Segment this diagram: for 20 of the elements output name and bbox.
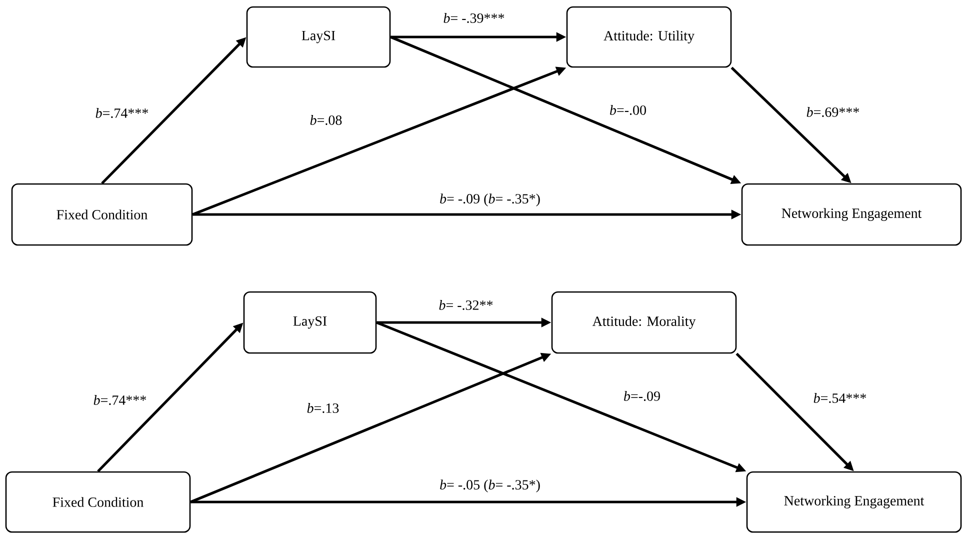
edge-label: b= -.32**	[438, 299, 494, 311]
edge-label: b=.74***	[92, 394, 148, 406]
edge-label: b= -.39***	[442, 12, 506, 24]
edge-label: b=.54***	[812, 392, 868, 404]
edge-label: b=.69***	[805, 106, 861, 118]
variable-box: Networking Engagement	[741, 183, 962, 246]
variable-box: Fixed Condition	[5, 471, 191, 533]
edge-label: b=-.09	[622, 390, 662, 402]
variable-box: Attitude: Morality	[551, 291, 737, 354]
edge-label: b=.13	[306, 402, 340, 414]
edge-label: b=-.00	[608, 104, 648, 116]
variable-box: LaySI	[243, 291, 377, 354]
edge-label: b=.08	[308, 114, 344, 126]
variable-box: Fixed Condition	[11, 183, 193, 246]
edge-label: b=.74***	[94, 107, 150, 119]
variable-box: Attitude: Utility	[566, 6, 732, 68]
variable-box: Networking Engagement	[746, 471, 962, 533]
edge-label: b= -.05 (b= -.35*)	[438, 478, 542, 494]
edge-label: b= -.09 (b= -.35*)	[438, 192, 542, 208]
variable-box: LaySI	[246, 6, 391, 68]
